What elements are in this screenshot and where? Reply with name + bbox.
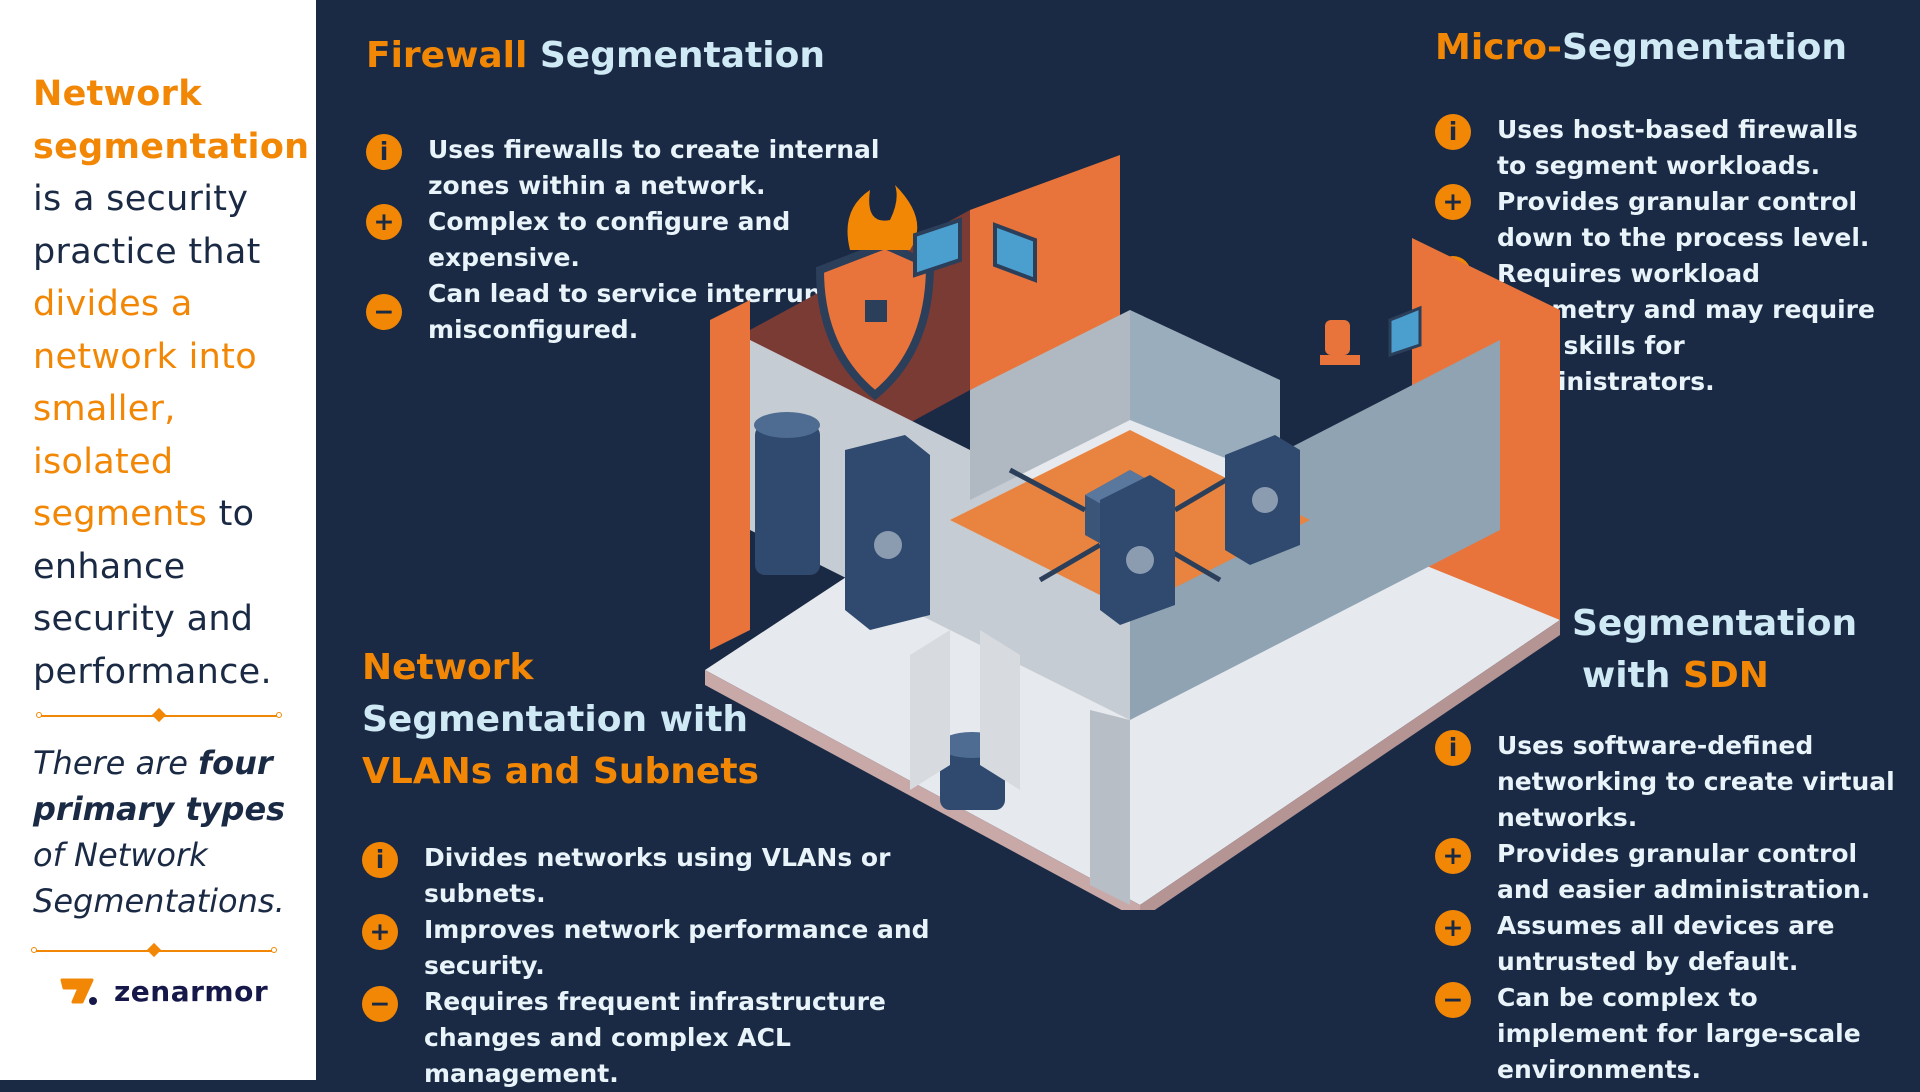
flame-icon [847,185,918,250]
title-main: Segmentation [527,35,825,76]
intro-text-b: to enhance security and performance. [33,494,272,692]
divider-diamond [151,707,167,723]
partition-back [970,310,1130,500]
section-firewall: Firewall Segmentation i Uses firewalls to… [366,30,926,348]
title-accent: Firewall [366,35,528,76]
item-text: Uses host-based firewalls to segment wor… [1497,115,1858,180]
item-text: Uses software-defined networking to crea… [1497,731,1895,832]
safe-icon [845,435,930,630]
safe-icon [1100,475,1175,625]
title-main: Segmentation with [362,699,749,740]
item-text: Complex to configure and expensive. [428,207,791,272]
partition [1130,340,1500,720]
summary-text: There are four primary types of Network … [33,740,303,924]
list-item: i Divides networks using VLANs or subnets… [362,840,982,912]
minus-icon: − [366,294,402,330]
partition [1090,710,1130,905]
item-text: Assumes all devices are untrusted by def… [1497,911,1835,976]
database-server [754,412,820,575]
plus-icon: + [1435,838,1471,874]
title-accent: Micro- [1435,27,1562,68]
laptop-icon [913,217,962,278]
item-list: i Uses firewalls to create internal zones… [366,132,926,348]
info-icon: i [1435,730,1471,766]
section-sdn: Segmentation with SDN i Uses software-def… [1435,598,1915,1088]
title-main: Segmentation [1572,603,1858,644]
zenarmor-logo: zenarmor [60,975,268,1008]
list-item: i Uses firewalls to create internal zones… [366,132,926,204]
list-item: + Complex to configure and expensive. [366,204,926,276]
intro-text: Network segmentation is a security pract… [33,68,309,698]
divider-bottom [31,942,277,958]
item-list: i Divides networks using VLANs or subnets… [362,840,982,1092]
item-list: i Uses software-defined networking to cre… [1435,728,1915,1088]
info-icon: i [366,134,402,170]
safe-icon [1225,435,1300,565]
title-accent: SDN [1682,655,1769,696]
item-text: Provides granular control down to the pr… [1497,187,1870,252]
summary-lead: There are [33,744,199,782]
plus-icon: + [366,204,402,240]
info-icon: i [1435,114,1471,150]
section-vlan: Network Segmentation with VLANs and Subn… [362,642,982,1092]
item-text: Provides granular control and easier adm… [1497,839,1871,904]
laptop-icon [1388,305,1422,358]
door [980,630,1020,790]
orange-wall [970,155,1120,390]
list-item: i Uses software-defined networking to cre… [1435,728,1915,836]
info-icon: i [362,842,398,878]
summary-bold: four primary types [33,744,286,828]
list-item: + Provides granular control and easier ad… [1435,836,1915,908]
laptop-icon [993,222,1037,283]
network-segmentation-illustration [705,155,1560,910]
zenarmor-logo-icon [60,978,97,1005]
brand-name: zenarmor [114,975,269,1008]
list-item: + Assumes all devices are untrusted by de… [1435,908,1915,980]
list-item: + Provides granular control down to the p… [1435,184,1895,256]
office-chair [1320,320,1360,365]
plus-icon: + [1435,910,1471,946]
section-title: Segmentation with SDN [1435,598,1915,702]
summary-tail: of Network Segmentations. [33,836,285,920]
door [910,630,950,790]
partition-back [1130,310,1280,480]
intro-text-a: is a security practice that [33,179,261,272]
item-text: Can be complex to implement for large-sc… [1497,983,1861,1084]
section-title: Micro-Segmentation [1435,22,1895,74]
item-text: Requires frequent infrastructure changes… [424,987,886,1088]
item-text: Improves network performance and securit… [424,915,930,980]
intro-panel: Network segmentation is a security pract… [0,0,316,1080]
list-item: −Can be complex to implement for large-s… [1435,980,1915,1088]
intro-term: Network segmentation [33,74,310,167]
partition [750,340,1130,720]
minus-icon: − [1435,982,1471,1018]
list-item: + Improves network performance and securi… [362,912,982,984]
plus-icon: + [1435,184,1471,220]
divider-diamond [146,942,162,958]
title-main: Segmentation [1561,27,1848,68]
title-accent: VLANs and Subnets [362,751,759,792]
title-main: with [1582,655,1683,696]
section-title: Network Segmentation with VLANs and Subn… [362,642,982,798]
list-item: −Requires frequent infrastructure change… [362,984,982,1092]
item-text: Divides networks using VLANs or subnets. [424,843,891,908]
plus-icon: + [362,914,398,950]
intro-highlight: divides a network into smaller, isolated… [33,284,257,534]
divider-top [36,707,282,723]
section-title: Firewall Segmentation [366,30,926,82]
orange-wall-left [710,300,750,650]
list-item: i Uses host-based firewalls to segment wo… [1435,112,1895,184]
item-text: Uses firewalls to create internal zones … [428,135,880,200]
title-accent: Network [362,647,534,688]
minus-icon: − [362,986,398,1022]
